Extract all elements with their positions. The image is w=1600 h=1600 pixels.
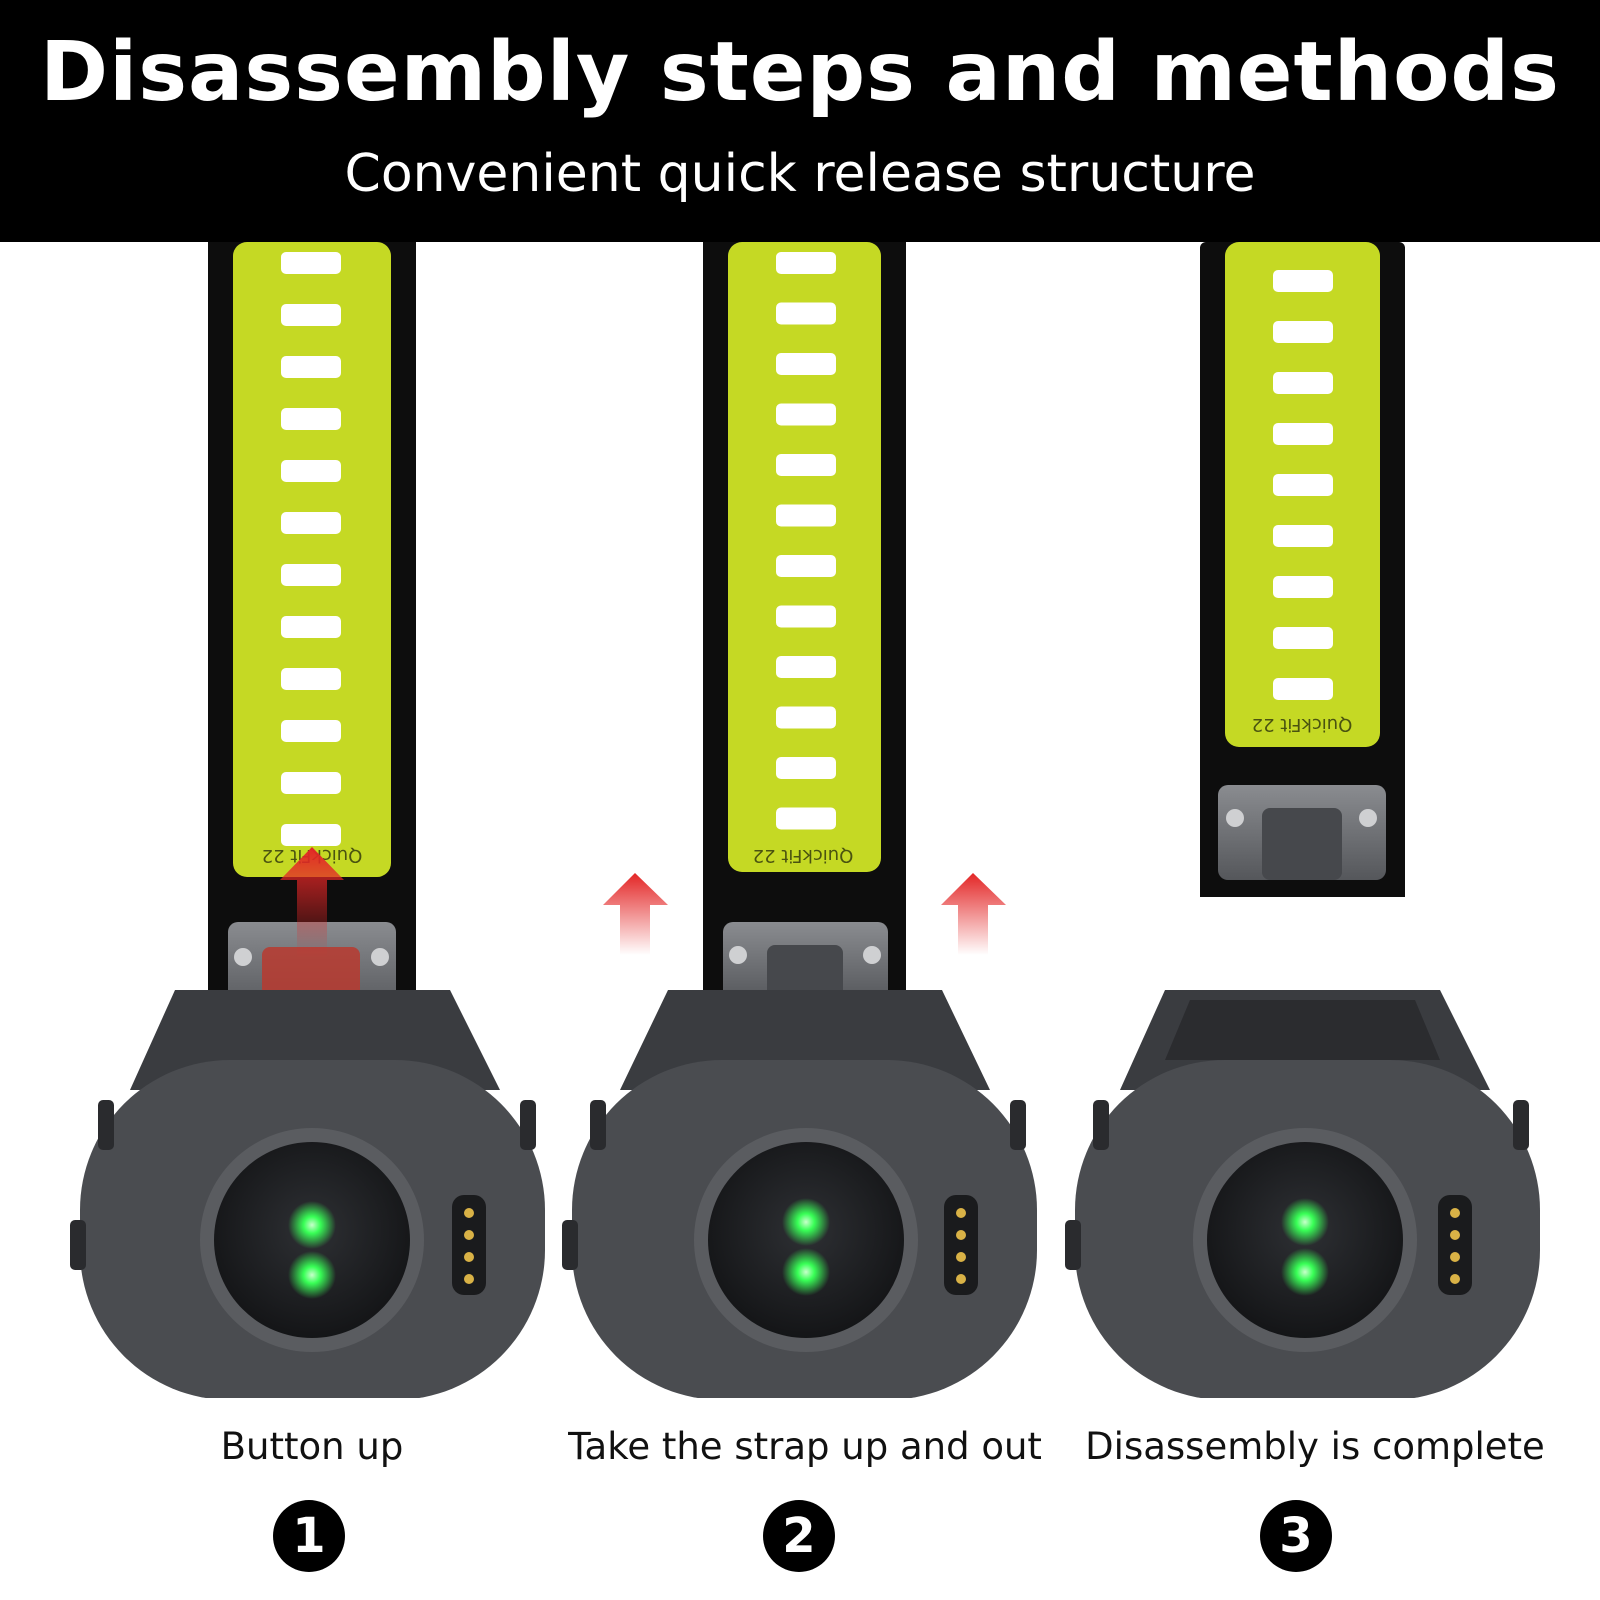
strap-hole [776, 757, 836, 779]
up-arrow-icon [280, 847, 344, 958]
strap-hole [1273, 627, 1333, 649]
strap-hole [281, 252, 341, 274]
header-banner: Disassembly steps and methods Convenient… [0, 0, 1600, 242]
step-1-number-badge-icon: 1 [273, 1500, 345, 1572]
step-2-label: Take the strap up and out [568, 1425, 1042, 1468]
page-subtitle: Convenient quick release structure [344, 144, 1256, 204]
strap-hole [281, 460, 341, 482]
screw-icon [1359, 809, 1377, 827]
screw-icon [863, 946, 881, 964]
step-3-number-badge-icon: 3 [1260, 1500, 1332, 1572]
strap-hole [776, 504, 836, 527]
strap-hole [1273, 576, 1333, 598]
strap-hole [776, 555, 836, 577]
screw-icon [234, 948, 252, 966]
strap-hole [776, 706, 836, 729]
up-arrow-icon [941, 873, 1006, 955]
screw-icon [729, 946, 747, 964]
screw-icon [1226, 809, 1244, 827]
step-3-label: Disassembly is complete [1085, 1425, 1545, 1468]
strap-holes [281, 252, 341, 846]
strap-hole [1273, 270, 1333, 292]
strap-hole [281, 720, 341, 742]
strap-hole [1273, 423, 1333, 445]
step-2-watch [562, 990, 1037, 1400]
strap-hole [1273, 474, 1333, 496]
strap-hole [281, 824, 341, 846]
strap-hole [776, 302, 836, 325]
strap-hole [281, 564, 341, 586]
strap-hole [776, 252, 836, 274]
charging-contacts [944, 1195, 978, 1295]
step-1-label: Button up [220, 1425, 404, 1468]
step-1-strap: QuickFit 22 [208, 242, 416, 1017]
strap-hole [281, 408, 341, 430]
strap-hole [1273, 525, 1333, 547]
strap-hole [776, 353, 836, 375]
step-1-watch [70, 990, 545, 1400]
strap-hole [281, 356, 341, 378]
strap-hole [281, 616, 341, 638]
step-2-number-badge-icon: 2 [763, 1500, 835, 1572]
step-2-strap: QuickFit 22 [703, 242, 906, 1012]
strap-hole [776, 605, 836, 628]
strap-holes [776, 252, 836, 830]
strap-hole [1273, 678, 1333, 700]
charging-contacts [452, 1195, 486, 1295]
screw-icon [371, 948, 389, 966]
strap-hole [281, 304, 341, 326]
step-3-strap: QuickFit 22 [1200, 242, 1405, 897]
page-title: Disassembly steps and methods [40, 25, 1560, 120]
charging-contacts [1438, 1195, 1472, 1295]
strap-hole [281, 668, 341, 690]
strap-hole [281, 772, 341, 794]
strap-hole [1273, 321, 1333, 343]
up-arrow-icon [603, 873, 668, 955]
strap-holes [1273, 270, 1333, 700]
quickfit-marking: QuickFit 22 [753, 845, 854, 866]
strap-hole [1273, 372, 1333, 394]
strap-hole [281, 512, 341, 534]
strap-hole [776, 454, 836, 476]
step-3-watch [1065, 990, 1540, 1400]
quickfit-marking: QuickFit 22 [1252, 714, 1353, 735]
strap-hole [776, 403, 836, 426]
strap-hole [776, 807, 836, 830]
strap-hole [776, 656, 836, 678]
